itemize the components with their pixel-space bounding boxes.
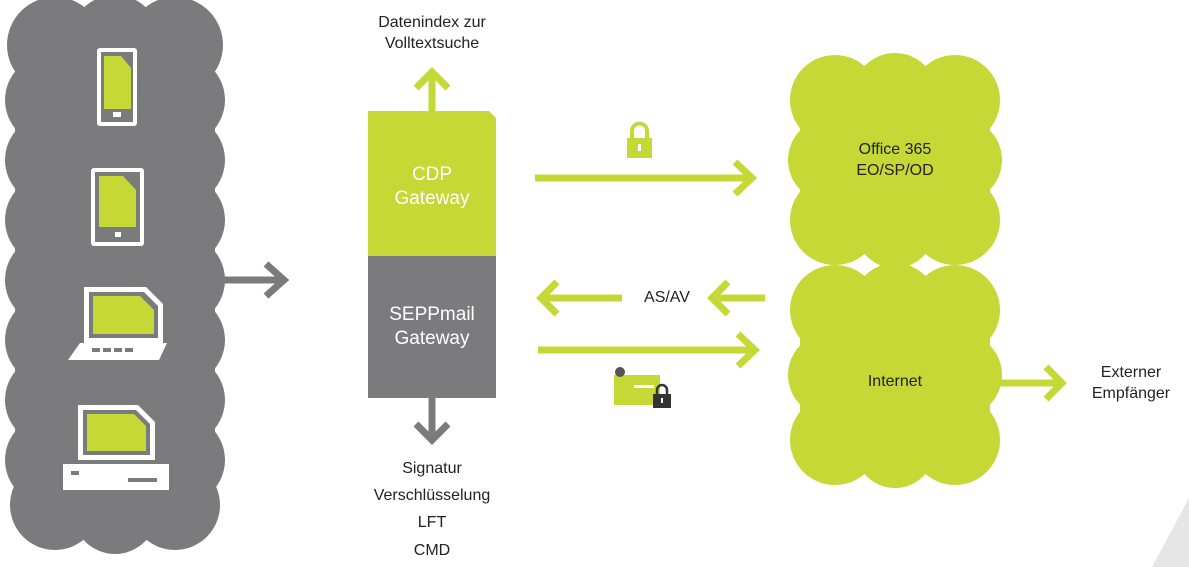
laptop-icon — [68, 287, 167, 360]
as-av-label: AS/AV — [644, 289, 690, 306]
external-recipient-line2: Empfänger — [1091, 384, 1171, 402]
external-recipient-line1: Externer — [1100, 364, 1162, 381]
external-recipient-label: Externer Empfänger — [1076, 363, 1186, 405]
index-output-label: Datenindex zur Volltextsuche — [346, 13, 518, 55]
cdp-gateway-line2: Gateway — [394, 187, 470, 209]
cdp-gateway-box — [368, 111, 496, 256]
cdp-gateway-line1: CDP — [411, 164, 453, 185]
office365-label: Office 365 EO/SP/OD — [800, 140, 990, 182]
arrow-up-index — [413, 67, 451, 111]
desktop-computer-icon — [63, 405, 169, 490]
output-encryption: Verschlüsselung — [373, 487, 491, 505]
seppmail-gateway-line2: Gateway — [394, 327, 470, 349]
index-output-line2: Volltextsuche — [384, 34, 480, 52]
arrow-devices-to-gateway — [205, 261, 290, 299]
arrow-to-office365 — [535, 159, 758, 197]
arrow-to-internet — [538, 331, 761, 369]
office365-line2: EO/SP/OD — [856, 161, 934, 179]
internet-label: Internet — [867, 373, 923, 390]
encrypted-envelope-icon — [614, 367, 671, 408]
office365-cloud — [788, 53, 1002, 268]
arrow-as-av-inbound — [536, 279, 765, 317]
phone-icon — [97, 48, 137, 126]
seppmail-gateway-box — [368, 256, 496, 398]
output-signature: Signatur — [402, 460, 462, 477]
arrow-down-outputs — [413, 398, 451, 445]
cdp-gateway-label: CDP Gateway — [368, 163, 496, 211]
seppmail-gateway-line1: SEPPmail — [389, 304, 475, 325]
padlock-icon — [627, 121, 652, 158]
output-cmd: CMD — [413, 541, 451, 559]
decorative-corner-shape — [1152, 498, 1189, 567]
device-cloud — [5, 0, 225, 554]
index-output-line1: Datenindex zur — [378, 14, 486, 31]
bottom-outputs: Signatur Verschlüsselung LFT CMD — [342, 455, 522, 564]
arrow-to-external-recipient — [985, 364, 1067, 402]
tablet-icon — [91, 168, 144, 246]
output-lft: LFT — [417, 514, 447, 532]
internet-cloud — [788, 263, 1002, 488]
seppmail-gateway-label: SEPPmail Gateway — [368, 303, 496, 351]
office365-line1: Office 365 — [858, 141, 932, 158]
